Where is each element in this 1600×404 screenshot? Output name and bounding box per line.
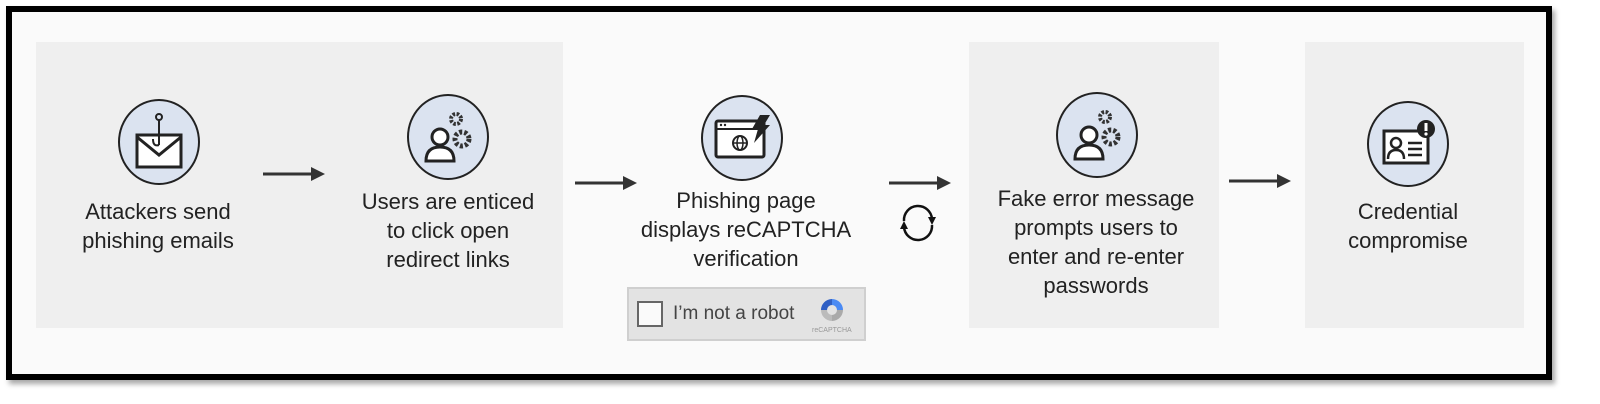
recaptcha-brand: reCAPTCHA [812,327,852,334]
arrow-icon [575,176,637,190]
arrow-icon [263,167,325,181]
user-gears-icon [407,94,489,180]
recaptcha-checkbox[interactable] [637,301,663,327]
panel-steps-1-2 [36,42,563,328]
arrow-icon [1229,174,1291,188]
recaptcha-logo-icon [821,299,843,321]
id-card-alert-icon [1367,101,1449,187]
recaptcha-widget: I’m not a robot reCAPTCHA [627,287,866,341]
malicious-webpage-icon [701,95,783,181]
refresh-loop-icon [900,204,936,242]
arrow-icon [889,176,951,190]
phishing-email-icon [118,99,200,185]
recaptcha-label: I’m not a robot [673,303,795,324]
panel-step-4 [969,42,1219,328]
user-gears-icon [1056,92,1138,178]
